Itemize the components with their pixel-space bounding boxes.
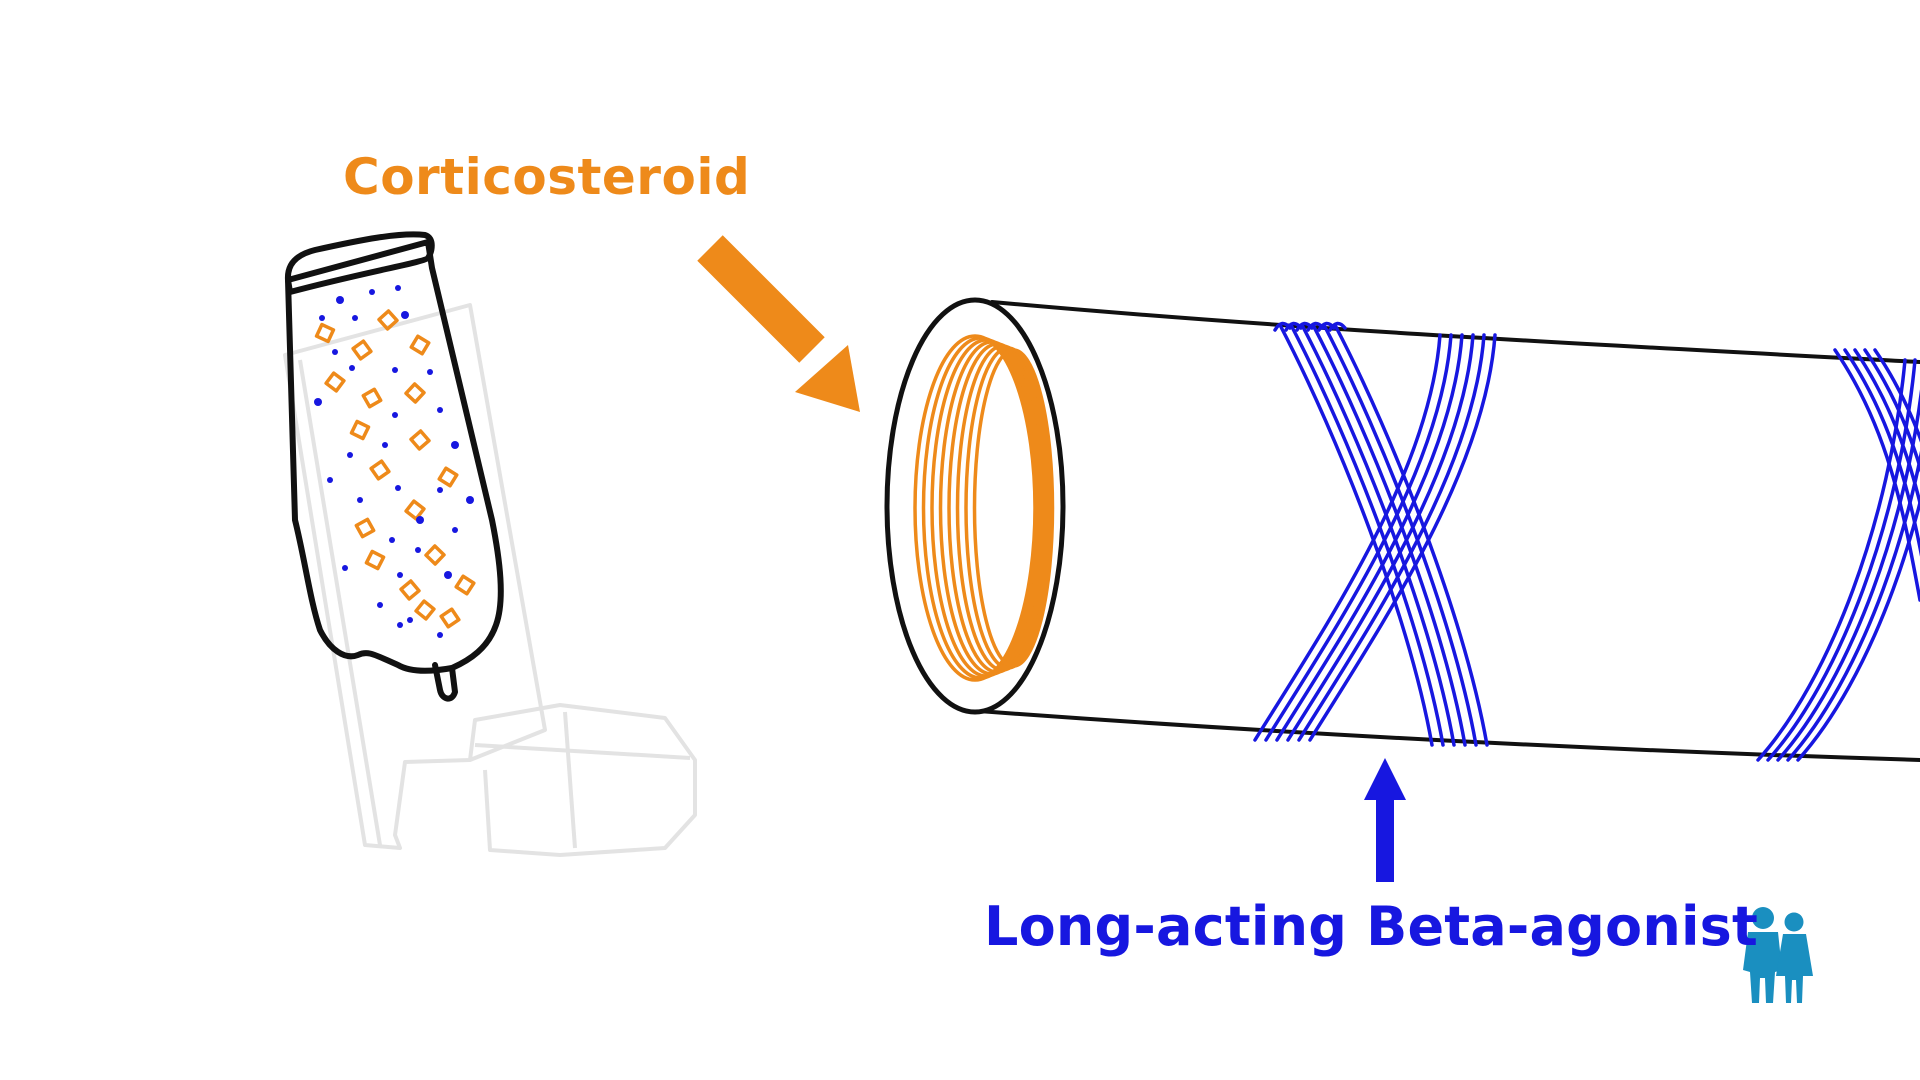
corticosteroid-particle: [314, 322, 336, 344]
smooth-muscle-fiber: [1289, 323, 1445, 747]
corticosteroid-particle: [361, 387, 383, 409]
beta-agonist-particle: [352, 315, 358, 321]
corticosteroid-particle: [409, 429, 431, 451]
smooth-muscle-fiber: [1766, 358, 1917, 762]
beta-agonist-particle: [369, 289, 375, 295]
corticosteroid-particle: [354, 517, 376, 539]
beta-agonist-particle: [314, 398, 322, 406]
corticosteroid-particle: [409, 334, 431, 356]
smooth-muscle-fiber: [1286, 333, 1475, 742]
corticosteroid-particle: [439, 607, 461, 629]
smooth-muscle-fiber: [1253, 333, 1442, 742]
smooth-muscle-fiber: [1264, 333, 1453, 742]
arrow-down-right-icon: [697, 235, 860, 412]
airway-lining-ring: [947, 342, 1047, 674]
corticosteroid-particle: [377, 309, 399, 331]
smooth-muscle-fiber: [1873, 348, 1920, 443]
corticosteroid-particle: [424, 544, 446, 566]
corticosteroid-particle: [414, 599, 436, 621]
beta-agonist-particle: [416, 516, 424, 524]
beta-agonist-particle: [347, 452, 353, 458]
corticosteroid-particle: [351, 339, 373, 361]
beta-agonist-particle: [401, 311, 409, 319]
beta-agonist-particle: [395, 285, 401, 291]
corticosteroid-particle: [324, 371, 346, 393]
smooth-muscle-fiber: [1863, 348, 1920, 473]
corticosteroid-particle: [364, 549, 386, 571]
beta-agonist-particle: [437, 632, 443, 638]
beta-agonist-particle: [452, 527, 458, 533]
beta-agonist-particle: [357, 497, 363, 503]
airway-lining-ring: [938, 340, 1045, 676]
smooth-muscle-fiber: [1843, 348, 1920, 557]
airway-tube-icon: [884, 297, 1920, 762]
beta-agonist-particle: [332, 349, 338, 355]
beta-agonist-particle: [392, 412, 398, 418]
beta-agonist-particle: [336, 296, 344, 304]
airway-lining-ring: [972, 348, 1055, 668]
two-people-icon: [1743, 907, 1813, 1003]
laba-label: Long-acting Beta-agonist: [984, 895, 1759, 958]
beta-agonist-particle: [451, 441, 459, 449]
smooth-muscle-fiber: [1786, 450, 1920, 762]
arrow-up-icon: [1364, 758, 1406, 882]
airway-lining-ring: [913, 334, 1037, 682]
airway-lining-ring: [930, 338, 1042, 678]
corticosteroid-particle: [399, 579, 421, 601]
smooth-muscle-fiber: [1833, 348, 1920, 602]
corticosteroid-particle: [369, 459, 391, 481]
beta-agonist-particle: [466, 496, 474, 504]
corticosteroid-particle: [454, 574, 476, 596]
beta-agonist-particle: [397, 572, 403, 578]
smooth-muscle-fiber: [1311, 323, 1467, 747]
corticosteroid-particle: [349, 419, 371, 441]
beta-agonist-particle: [377, 602, 383, 608]
airway-lining-ring: [955, 344, 1050, 672]
smooth-muscle-fiber: [1278, 323, 1434, 747]
smooth-muscle-fiber: [1297, 333, 1486, 742]
smooth-muscle-fiber: [1776, 388, 1920, 762]
beta-agonist-particle: [415, 547, 421, 553]
beta-agonist-particle: [427, 369, 433, 375]
beta-agonist-particle: [327, 477, 333, 483]
smooth-muscle-fiber: [1853, 348, 1920, 511]
beta-agonist-particle: [349, 365, 355, 371]
smooth-muscle-fiber: [1300, 323, 1456, 747]
smooth-muscle-fiber: [1275, 333, 1464, 742]
smooth-muscle-fiber: [1756, 358, 1907, 762]
beta-agonist-particle: [392, 367, 398, 373]
corticosteroid-particle: [404, 382, 426, 404]
corticosteroid-particle: [437, 466, 459, 488]
beta-agonist-particle: [395, 485, 401, 491]
corticosteroid-label: Corticosteroid: [343, 148, 751, 206]
smooth-muscle-fiber: [1322, 323, 1478, 747]
beta-agonist-particle: [437, 407, 443, 413]
smooth-muscle-fiber: [1333, 323, 1489, 747]
airway-lining-ring: [964, 346, 1052, 670]
smooth-muscle-fiber: [1308, 333, 1497, 742]
beta-agonist-particle: [407, 617, 413, 623]
beta-agonist-particle: [444, 571, 452, 579]
beta-agonist-particle: [319, 315, 325, 321]
beta-agonist-particle: [342, 565, 348, 571]
beta-agonist-particle: [389, 537, 395, 543]
beta-agonist-particle: [397, 622, 403, 628]
smooth-muscle-fiber: [1796, 495, 1920, 762]
corticosteroid-particle: [404, 499, 426, 521]
inhaler-icon: [283, 231, 697, 857]
beta-agonist-particle: [437, 487, 443, 493]
airway-lining-ring: [921, 336, 1040, 680]
beta-agonist-particle: [382, 442, 388, 448]
